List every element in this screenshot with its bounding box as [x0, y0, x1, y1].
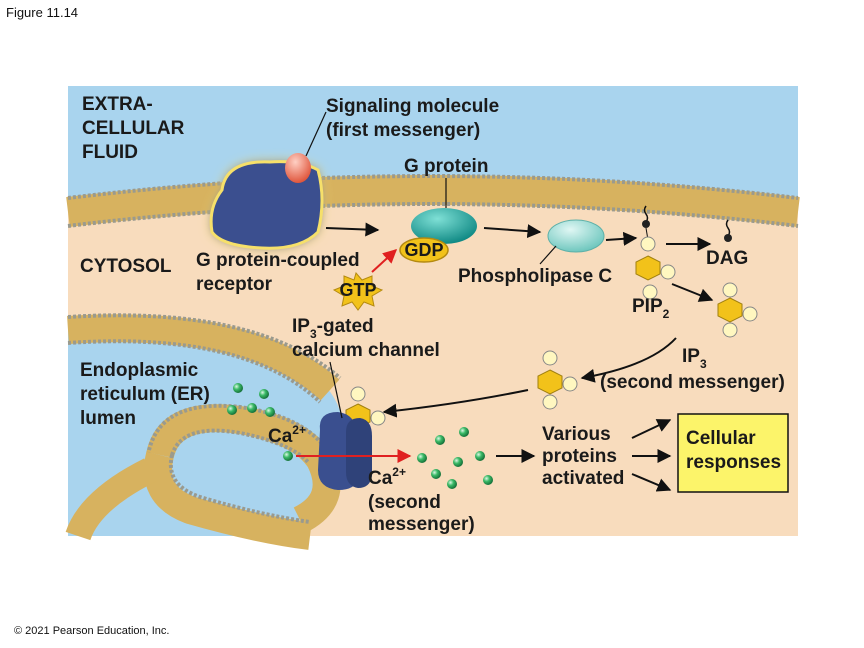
- signaling-label-line2: (first messenger): [326, 120, 480, 141]
- gtp-exchange-arrow: [371, 249, 398, 273]
- pip2-to-ip3-arrow: [671, 283, 714, 302]
- g-protein-label: G protein: [404, 156, 488, 177]
- gprotein-to-plc-arrow: [483, 224, 542, 239]
- g-protein: [411, 208, 477, 244]
- dag-molecule: [724, 219, 732, 242]
- signaling-leader-line: [305, 111, 327, 157]
- plc-to-pip2-arrow: [605, 231, 638, 246]
- pip2-label: PIP2: [632, 296, 670, 321]
- signaling-label-line1: Signaling molecule: [326, 96, 499, 117]
- proteins-to-response-arrow-bottom: [631, 473, 672, 492]
- er-label-line3: lumen: [80, 408, 136, 429]
- ca-cytosol-label: Ca2+: [368, 465, 406, 489]
- various-label-line2: proteins: [542, 446, 617, 467]
- er-membrane: [65, 313, 342, 550]
- various-label-line1: Various: [542, 424, 611, 445]
- receptor-label-line1: G protein-coupled: [196, 250, 360, 271]
- ip3-diffusion-arrow: [580, 337, 677, 383]
- gtp-label: GTP: [339, 280, 376, 300]
- ca-lumen-label: Ca2+: [268, 423, 306, 447]
- cellular-responses-label-line2: responses: [686, 452, 781, 473]
- receptor-label-line2: receptor: [196, 274, 273, 295]
- gdp-badge: GDP: [399, 237, 449, 263]
- ip3-molecule: [717, 282, 758, 338]
- ip3-gated-calcium-channel: [318, 412, 372, 490]
- copyright-notice: © 2021 Pearson Education, Inc.: [14, 625, 170, 637]
- channel-leader-line: [329, 361, 343, 419]
- channel-label-line1: IP3-gated: [292, 316, 374, 341]
- ca-cytosol-label-line3: messenger): [368, 514, 475, 535]
- proteins-to-response-arrow-top: [631, 419, 672, 439]
- extracellular-label-line3: FLUID: [82, 142, 138, 163]
- extracellular-label-line2: CELLULAR: [82, 118, 185, 139]
- extracellular-label-line1: EXTRA-: [82, 94, 153, 115]
- phospholipase-c: [547, 219, 605, 253]
- receptor-to-gprotein-arrow: [325, 222, 380, 237]
- dag-label: DAG: [706, 248, 748, 269]
- cellular-responses-label-line1: Cellular: [686, 428, 756, 449]
- channel-label-line2: calcium channel: [292, 340, 440, 361]
- plasma-membrane: [66, 174, 800, 228]
- gdp-label: GDP: [404, 240, 443, 260]
- er-label-line2: reticulum (ER): [80, 384, 210, 405]
- figure-label: Figure 11.14: [6, 5, 79, 20]
- ca-ions-cytosol: [417, 427, 493, 489]
- gtp-starburst: GTP: [332, 271, 384, 311]
- er-label-line1: Endoplasmic: [80, 360, 199, 381]
- ip3-traveling-molecule: [537, 350, 578, 410]
- g-protein-coupled-receptor: [209, 160, 324, 250]
- pip2-molecule: [635, 205, 676, 300]
- cytosol-label: CYTOSOL: [80, 256, 172, 277]
- ip3-to-channel-arrow: [382, 389, 529, 418]
- signaling-molecule: [285, 153, 311, 183]
- ip3-note-label: (second messenger): [600, 372, 785, 393]
- ca-cytosol-label-line2: (second: [368, 492, 441, 513]
- plc-leader-line: [539, 245, 557, 265]
- ca-ions-lumen: [227, 383, 293, 461]
- ip3-label: IP3: [682, 346, 707, 371]
- various-label-line3: activated: [542, 468, 624, 489]
- cellular-responses-box: [677, 413, 789, 493]
- phospholipase-label: Phospholipase C: [458, 266, 612, 287]
